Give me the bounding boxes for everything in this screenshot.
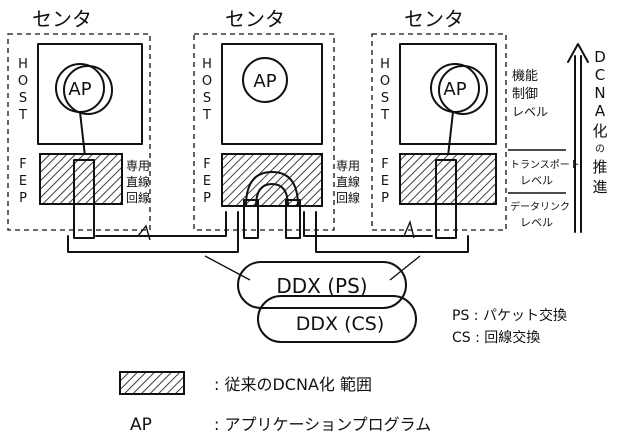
dcna-arrow-label: D C N A 化 の 推 進 — [592, 48, 607, 196]
center-1-host-label: H O S T — [18, 57, 28, 123]
svg-text:H: H — [18, 57, 28, 72]
dedicated-line-label-right: 専用 直線 回線 — [336, 159, 360, 205]
svg-text:データリンク: データリンク — [510, 200, 570, 213]
svg-text:回線: 回線 — [336, 190, 360, 205]
svg-text:P: P — [381, 191, 389, 206]
svg-text:F: F — [203, 157, 210, 172]
svg-text:A: A — [595, 102, 606, 120]
svg-text:制御: 制御 — [512, 87, 538, 102]
center-3-fep-label: F E P — [381, 157, 389, 206]
center-2-fep-box — [222, 154, 322, 206]
center-3-fep-box — [400, 154, 496, 204]
dcna-arrow — [568, 44, 588, 232]
svg-text:D: D — [594, 48, 606, 66]
svg-text:F: F — [381, 157, 388, 172]
center-2-label: センタ — [225, 7, 285, 31]
svg-text:レベル: レベル — [520, 174, 553, 187]
svg-text:O: O — [18, 74, 28, 89]
link-center2-center3-outer — [316, 212, 468, 252]
link-center1-lightning — [138, 226, 150, 240]
svg-text:C: C — [595, 66, 605, 84]
legend-dcna-label: : 従来のDCNA化 範囲 — [214, 375, 372, 394]
level-datalink: データリンク レベル — [510, 200, 570, 229]
center-1-fep-box — [40, 154, 122, 204]
ddx-cs-label: DDX (CS) — [296, 313, 384, 335]
center-3-label: センタ — [404, 7, 464, 31]
svg-text:E: E — [381, 174, 389, 189]
svg-text:レベル: レベル — [512, 105, 548, 119]
svg-text:T: T — [202, 108, 211, 123]
legend-hatch-swatch — [120, 372, 184, 394]
svg-text:F: F — [19, 157, 26, 172]
dcna-arrow-head — [568, 44, 588, 62]
svg-text:化: 化 — [592, 122, 607, 140]
center-2-host-label: H O S T — [202, 57, 212, 123]
svg-text:専用: 専用 — [126, 159, 150, 173]
legend-ap-label: : アプリケーションプログラム — [214, 415, 431, 434]
ddx-ps-link-left — [205, 256, 250, 280]
center-3-host-label: H O S T — [380, 57, 390, 123]
svg-text:P: P — [19, 191, 27, 206]
svg-text:N: N — [594, 84, 605, 102]
svg-text:進: 進 — [592, 178, 607, 196]
center-3: センタ H O S T AP F E P — [372, 7, 506, 238]
note-cs: CS : 回線交換 — [452, 329, 540, 346]
center-2: センタ H O S T AP F E P — [194, 7, 334, 238]
note-ps: PS : パケット交換 — [452, 307, 567, 324]
svg-text:の: の — [595, 144, 605, 155]
svg-text:S: S — [203, 91, 211, 106]
ddx-networks: DDX (CS) DDX (PS) — [205, 256, 420, 342]
svg-text:回線: 回線 — [126, 190, 150, 205]
svg-text:S: S — [381, 91, 389, 106]
svg-text:直線: 直線 — [336, 174, 360, 189]
legend: : 従来のDCNA化 範囲 AP : アプリケーションプログラム — [120, 372, 431, 435]
center-2-ap-label: AP — [253, 71, 276, 92]
center-1-ap-label: AP — [68, 79, 91, 100]
svg-text:直線: 直線 — [126, 174, 150, 189]
link-lines — [68, 212, 468, 252]
center-3-ap-label: AP — [443, 79, 466, 100]
svg-text:H: H — [202, 57, 212, 72]
svg-text:T: T — [380, 108, 389, 123]
level-transport: トランスポート レベル — [510, 159, 580, 187]
svg-text:推: 推 — [592, 158, 607, 176]
svg-text:P: P — [203, 191, 211, 206]
svg-text:O: O — [202, 74, 212, 89]
center-2-fep-label: F E P — [203, 157, 211, 206]
svg-text:E: E — [203, 174, 211, 189]
svg-text:H: H — [380, 57, 390, 72]
center-1-fep-label: F E P — [19, 157, 27, 206]
svg-text:機能: 機能 — [512, 69, 538, 84]
legend-ap-key: AP — [130, 415, 152, 435]
svg-text:レベル: レベル — [520, 216, 553, 229]
center-1-label: センタ — [32, 7, 92, 31]
svg-text:トランスポート: トランスポート — [510, 159, 580, 171]
ddx-ps-label: DDX (PS) — [276, 274, 367, 298]
svg-text:O: O — [380, 74, 390, 89]
link-center1-center2-inner — [96, 212, 226, 236]
svg-text:専用: 専用 — [336, 159, 360, 173]
svg-text:S: S — [19, 91, 27, 106]
svg-text:T: T — [18, 108, 27, 123]
level-function: 機能 制御 レベル — [512, 69, 548, 119]
svg-text:E: E — [19, 174, 27, 189]
dedicated-line-label-left: 専用 直線 回線 — [126, 159, 150, 205]
